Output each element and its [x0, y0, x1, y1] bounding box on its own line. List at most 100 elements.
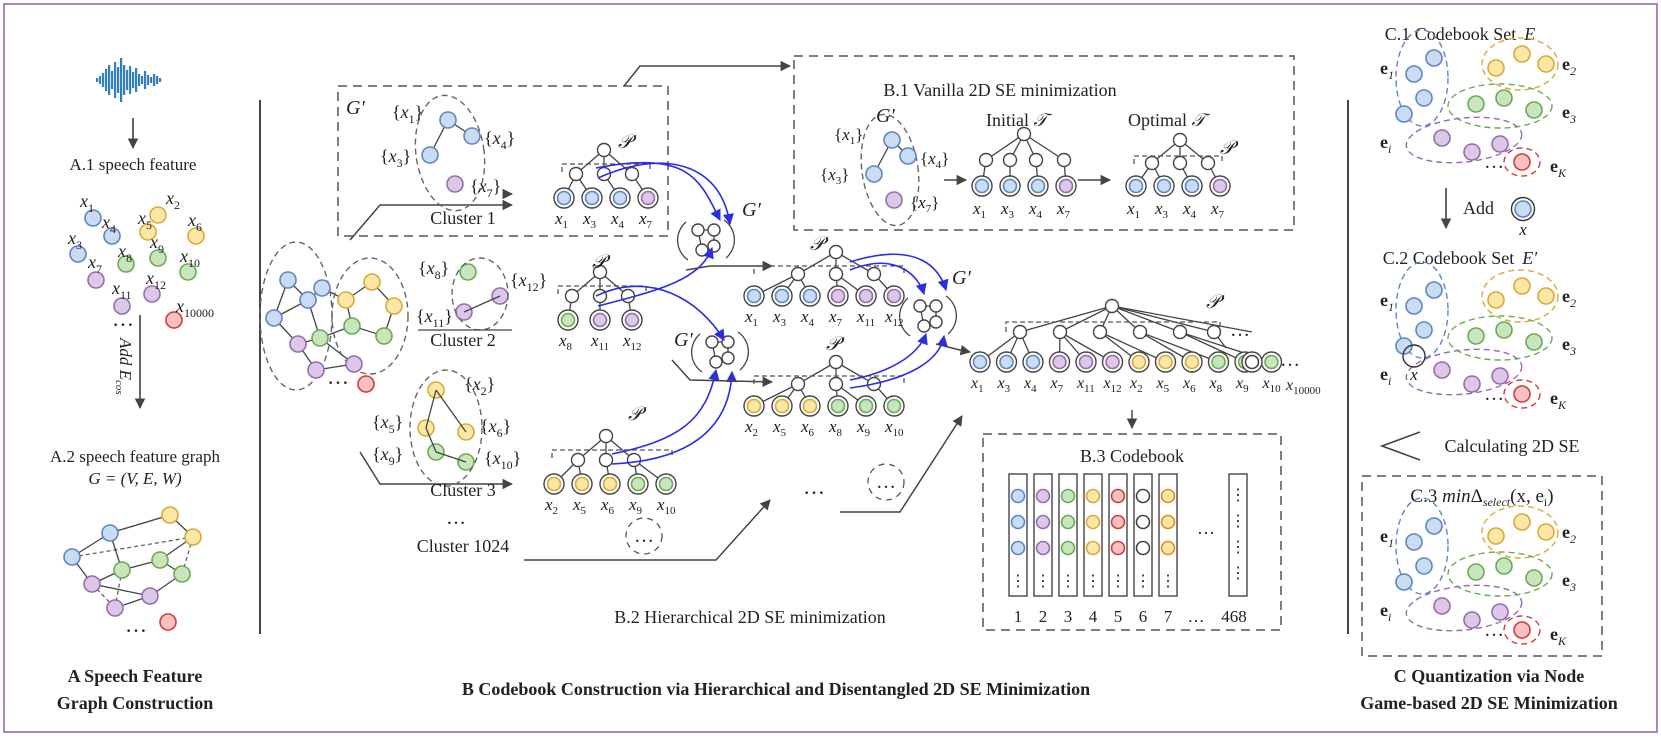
cluster1-set-label: {x3}	[380, 146, 411, 170]
graph-node	[151, 551, 169, 569]
graph-node	[106, 599, 124, 617]
partition-bracket	[1133, 155, 1223, 164]
codeword-node	[1487, 59, 1505, 77]
codeword-node	[1405, 533, 1423, 551]
cluster2-partition: 𝒫′	[592, 252, 611, 273]
codebook-entry	[1010, 540, 1026, 556]
codeword-ellipse-green	[1447, 315, 1553, 361]
tree-leaf-inner	[774, 398, 790, 414]
cluster3-ellipse	[409, 369, 483, 487]
graph-node	[289, 335, 307, 353]
vertical-ellipsis: ⋮	[1060, 573, 1076, 590]
c3-box	[1361, 475, 1603, 657]
codeword-node	[1513, 385, 1531, 403]
leaf-label: x1	[1126, 199, 1140, 221]
codebook-entry	[1060, 488, 1076, 504]
graph-node	[337, 291, 355, 309]
tree-leaf-inner	[972, 354, 988, 370]
speech-feature-node	[139, 223, 157, 241]
final-leaf-label: x7	[1050, 375, 1064, 395]
codeword-node	[1491, 603, 1509, 621]
codebook-entry	[1085, 514, 1101, 530]
speech-feature-label: x10	[179, 246, 200, 270]
final-leaf-label: x12	[1103, 375, 1122, 395]
a1-label: A.1 speech feature	[70, 155, 197, 174]
codebook-entry	[1035, 488, 1051, 504]
codebook-entry	[1085, 540, 1101, 556]
cluster1-graph-symbol: G′	[346, 97, 365, 119]
tree-leaf-inner	[1128, 178, 1144, 194]
cluster1-ellipse	[414, 94, 486, 212]
leaf-label: x3	[772, 307, 787, 329]
final-leaf-label: x10000	[1285, 377, 1321, 397]
optimal-tree-label: Optimal 𝒯	[1128, 110, 1211, 130]
codeword-ellipse-blue	[1395, 261, 1449, 359]
cluster-more-circle	[625, 517, 663, 555]
tree-leaf-inner	[1244, 354, 1260, 370]
codebook-entry	[1160, 514, 1176, 530]
tree-leaf-inner	[1184, 354, 1200, 370]
codeword-ellipse-yellow	[1481, 269, 1559, 323]
codebook-e-label: e1	[1380, 526, 1394, 550]
codebook-index: 5	[1114, 607, 1123, 626]
leaf-label: x5	[772, 417, 787, 439]
b1-set-label: {x7}	[910, 193, 939, 215]
graph-node	[357, 375, 375, 393]
speech-feature-label: x8	[117, 241, 132, 265]
speech-feature-label: x4	[101, 212, 116, 236]
more-circle	[867, 463, 905, 501]
codebook-e-label: eK	[1550, 624, 1567, 648]
tree-leaf-inner	[1264, 354, 1279, 370]
codebook-e-label: eK	[1550, 388, 1567, 412]
codebook-e-label: e3	[1562, 334, 1576, 358]
cluster3-tree	[543, 428, 677, 495]
leaf-label: x4	[1182, 199, 1197, 221]
speech-feature-label: x11	[111, 278, 132, 302]
tree-leaf-inner	[746, 288, 762, 304]
codebook-e-label: e1	[1380, 58, 1394, 82]
codeword-node	[1513, 153, 1531, 171]
tree-leaf-inner	[802, 288, 818, 304]
initial-tree	[971, 126, 1077, 197]
tree-leaf-inner	[830, 288, 846, 304]
speech-feature-node	[149, 206, 167, 224]
cluster1-node	[421, 146, 439, 164]
tree-internal	[866, 266, 882, 282]
codeword-node	[1415, 321, 1433, 339]
speech-feature-node	[149, 249, 167, 267]
tree-internal	[568, 166, 584, 182]
tree-internal	[626, 452, 642, 468]
speech-feature-node	[143, 285, 161, 303]
b1-graph-symbol: G′	[876, 105, 895, 127]
final-leaf-label: x1	[970, 375, 984, 395]
codebook-entry	[1135, 488, 1151, 504]
codebook-e-label: ei	[1380, 364, 1391, 388]
c3-label: C.3 minΔselect(x, ei)	[1410, 486, 1553, 509]
leaf-label: x2	[744, 417, 758, 439]
cluster3-label: Cluster 3	[430, 480, 496, 500]
tree-internal	[828, 266, 844, 282]
codeword-ellipse-purple	[1405, 348, 1523, 396]
vertical-ellipsis: ⋮	[1230, 565, 1246, 582]
codeword-node	[1415, 89, 1433, 107]
leaf-label: x4	[800, 307, 815, 329]
ellipsis: …	[1280, 349, 1300, 371]
leaf-label: x7	[1056, 199, 1071, 221]
speech-feature-node	[84, 209, 102, 227]
cluster1-node	[463, 127, 481, 145]
tree-leaf-inner	[1025, 354, 1041, 370]
initial-tree-label: Initial 𝒯	[986, 110, 1053, 130]
leaf-label: x7	[638, 209, 653, 231]
cluster2-node	[459, 263, 477, 281]
tree-internal	[1028, 152, 1044, 168]
tree-root	[828, 244, 844, 260]
panel-c-title-line1: C Quantization via Node	[1394, 666, 1585, 686]
vertical-ellipsis: ⋮	[1160, 573, 1176, 590]
added-node-x	[1514, 200, 1532, 218]
tree-internal	[570, 452, 586, 468]
codeword-node	[1487, 527, 1505, 545]
b1-node	[865, 165, 883, 183]
speech-feature-label: x3	[67, 228, 82, 252]
tree-leaf-inner	[886, 288, 902, 304]
